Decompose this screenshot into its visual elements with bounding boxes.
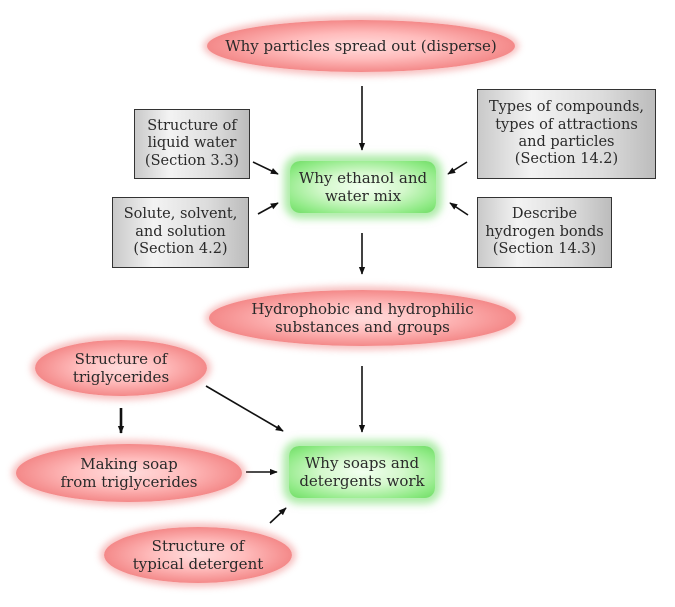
node-why-particles-disperse: Why particles spread out (disperse) <box>207 20 515 72</box>
node-types-of-compounds: Types of compounds, types of attractions… <box>477 89 656 179</box>
node-why-soaps-and-detergents-work: Why soaps and detergents work <box>289 446 435 498</box>
arrow-liquid-water-to-ethanol <box>252 161 279 175</box>
node-structure-of-liquid-water: Structure of liquid water (Section 3.3) <box>134 109 250 179</box>
node-structure-of-typical-detergent: Structure of typical detergent <box>104 527 292 583</box>
node-solute-solvent-solution: Solute, solvent, and solution (Section 4… <box>112 197 249 268</box>
arrow-compounds-to-ethanol <box>447 161 468 175</box>
arrow-hbonds-to-ethanol <box>449 202 469 216</box>
node-describe-hydrogen-bonds: Describe hydrogen bonds (Section 14.3) <box>477 197 612 268</box>
node-hydrophobic-hydrophilic: Hydrophobic and hydrophilic substances a… <box>209 290 516 346</box>
arrow-triglycerides-to-soaps <box>205 385 284 432</box>
node-making-soap: Making soap from triglycerides <box>16 444 242 502</box>
node-why-ethanol-and-water-mix: Why ethanol and water mix <box>290 161 436 213</box>
arrow-detergent-to-soaps <box>269 507 287 524</box>
node-structure-of-triglycerides: Structure of triglycerides <box>35 340 207 396</box>
arrow-solute-to-ethanol <box>257 202 279 215</box>
